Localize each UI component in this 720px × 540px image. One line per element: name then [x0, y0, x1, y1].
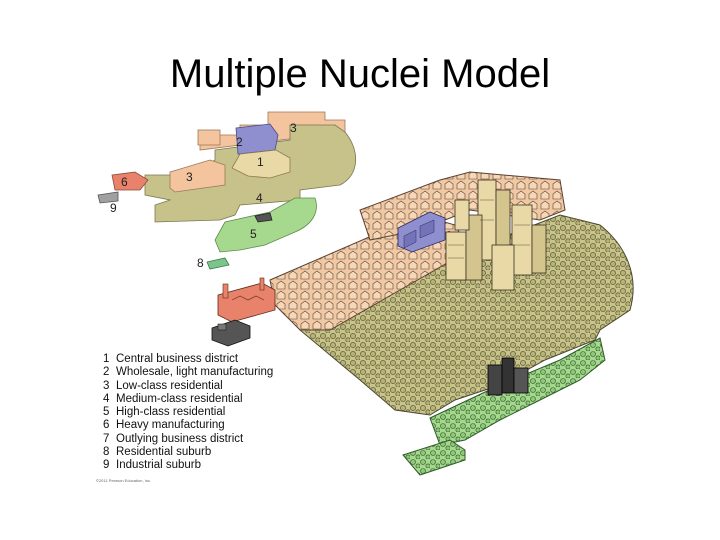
zone-9-industrial-suburb-area — [97, 191, 119, 204]
legend-label: High-class residential — [116, 406, 226, 419]
legend-label: Outlying business district — [116, 432, 244, 445]
zone-8-residential-suburb-area — [206, 257, 230, 270]
legend-label: Residential suburb — [116, 446, 212, 459]
zone-label-4: 4 — [256, 191, 263, 205]
zone-1-cbd-area — [231, 149, 291, 179]
legend-item-8: 8 Residential suburb — [103, 446, 273, 459]
medium-class-wooded-terrain — [299, 214, 634, 416]
zone-2-wholesale-area — [235, 123, 279, 155]
legend-label: Wholesale, light manufacturing — [116, 366, 274, 379]
legend-item-1: 1 Central business district — [103, 353, 273, 366]
legend-number: 8 — [103, 446, 110, 459]
zone-label-8: 8 — [197, 256, 204, 270]
zone-label-6: 6 — [121, 175, 128, 189]
legend-label: Industrial suburb — [116, 459, 202, 472]
zone-5-high-class-area — [214, 197, 317, 253]
legend-number: 4 — [103, 392, 110, 405]
zone-label-2: 2 — [236, 135, 243, 149]
legend-item-5: 5 High-class residential — [103, 406, 273, 419]
legend-item-6: 6 Heavy manufacturing — [103, 419, 273, 432]
heavy-manufacturing-factory — [217, 277, 276, 323]
zone-label-9: 9 — [110, 201, 117, 215]
zone-6-heavy-mfg-area — [111, 171, 149, 191]
legend-item-7: 7 Outlying business district — [103, 433, 273, 446]
legend-item-3: 3 Low-class residential — [103, 380, 273, 393]
legend-number: 1 — [103, 353, 110, 365]
zone-label-1: 1 — [257, 155, 264, 169]
residential-suburb-patch — [402, 439, 466, 476]
wholesale-buildings — [397, 211, 446, 253]
legend-item-2: 2 Wholesale, light manufacturing — [103, 366, 273, 379]
legend-item-9: 9 Industrial suburb — [103, 459, 273, 472]
zone-3-left-strip — [169, 159, 226, 193]
zone-map: 3 2 1 3 6 4 9 5 8 — [97, 111, 357, 270]
legend-number: 2 — [103, 366, 110, 379]
copyright-note: ©2011 Pearson Education, Inc. — [96, 478, 152, 483]
legend-number: 5 — [103, 406, 110, 419]
legend-label: Heavy manufacturing — [116, 419, 225, 432]
legend: 1 Central business district 2 Wholesale, l… — [103, 353, 273, 473]
legend-label: Medium-class residential — [116, 392, 243, 405]
legend-label: Central business district — [116, 353, 239, 365]
legend-number: 6 — [103, 419, 110, 432]
industrial-suburb-buildings — [211, 319, 251, 347]
zone-label-3-top: 3 — [290, 121, 297, 135]
zone-3-notch — [197, 129, 221, 146]
zone-label-5: 5 — [250, 227, 257, 241]
zone-7-outlying-business-area — [254, 212, 273, 223]
legend-item-4: 4 Medium-class residential — [103, 393, 273, 406]
legend-number: 9 — [103, 459, 110, 472]
legend-number: 3 — [103, 379, 110, 392]
perspective-city — [211, 171, 634, 476]
legend-label: Low-class residential — [116, 379, 223, 392]
zone-label-3: 3 — [186, 170, 193, 184]
outlying-business-buildings — [487, 357, 529, 396]
cbd-skyscrapers — [445, 179, 547, 291]
legend-number: 7 — [103, 432, 110, 445]
slide-title: Multiple Nuclei Model — [169, 52, 551, 96]
